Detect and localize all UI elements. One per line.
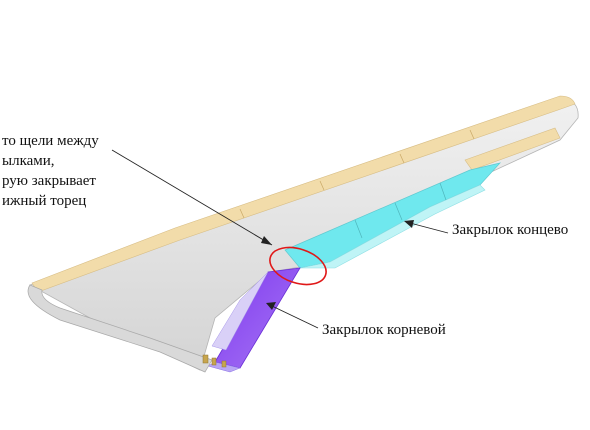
gap-callout-line-1: то щели между [2, 133, 99, 149]
spoiler-strip [464, 127, 561, 171]
root-flap-label: Закрылок корневой [322, 322, 446, 338]
tip-flap-segments [354, 182, 447, 239]
gap-callout-line-4: ижный торец [2, 193, 87, 209]
tip-flap-label: Закрылок концево [452, 222, 569, 238]
gap-callout-text: то щели между ылками, рую закрывает ижны… [2, 131, 99, 211]
root-flap-leader-arrowhead [266, 302, 276, 310]
gap-leader-line [111, 149, 273, 246]
gap-highlight-ring [269, 246, 327, 286]
gap-leader-arrowhead [261, 236, 272, 245]
root-flap-inner-panel [211, 271, 269, 351]
root-flap-leader-line [271, 305, 319, 329]
leading-edge-strip [31, 95, 576, 293]
tip-flap-lower-band [299, 184, 486, 269]
tip-flap-leader-arrowhead [404, 220, 414, 228]
root-hardware [202, 354, 227, 368]
gap-callout-line-3: рую закрывает [2, 173, 96, 189]
tip-flap-leader-line [409, 222, 449, 234]
gap-callout-line-2: ылками, [2, 153, 55, 169]
slat-segments [239, 129, 475, 219]
